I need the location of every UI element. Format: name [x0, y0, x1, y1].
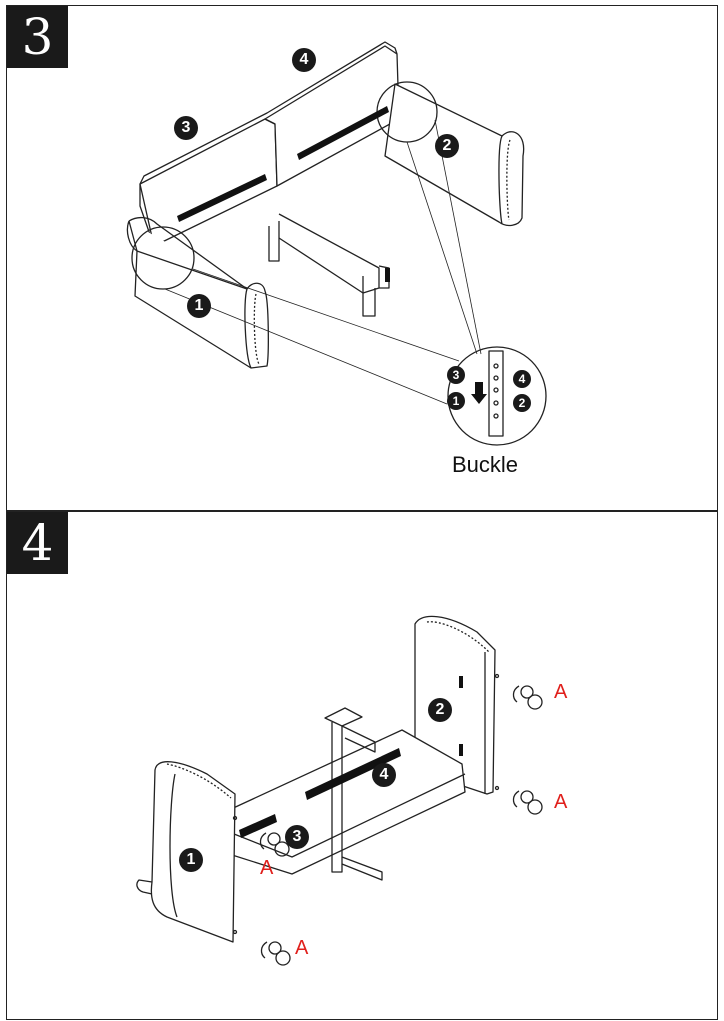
part-4-marker: 4 [372, 763, 396, 787]
wheel-label-a: A [554, 681, 568, 703]
part-2-marker: 2 [428, 698, 452, 722]
wheel-label-a: A [295, 937, 309, 959]
part-4-marker: 4 [292, 48, 316, 72]
detail-part-3-marker: 3 [447, 366, 465, 384]
wheel-label-a: A [554, 791, 568, 813]
detail-part-1-marker: 1 [447, 392, 465, 410]
part-3-marker: 3 [174, 116, 198, 140]
step-3-illustration [126, 41, 547, 446]
step-4-panel: 4 [6, 511, 718, 1020]
buckle-caption: Buckle [452, 452, 519, 477]
detail-part-2-marker: 2 [513, 394, 531, 412]
step-number-badge: 4 [7, 512, 68, 574]
part-2-marker: 2 [435, 134, 459, 158]
part-1-marker: 1 [179, 848, 203, 872]
part-1-marker: 1 [187, 294, 211, 318]
wheel-label-a: A [260, 857, 274, 879]
step-3-panel: 3 [6, 5, 718, 511]
step-number-badge: 3 [7, 6, 68, 68]
detail-part-4-marker: 4 [513, 370, 531, 388]
step-4-illustration [136, 615, 543, 966]
part-3-marker: 3 [285, 825, 309, 849]
